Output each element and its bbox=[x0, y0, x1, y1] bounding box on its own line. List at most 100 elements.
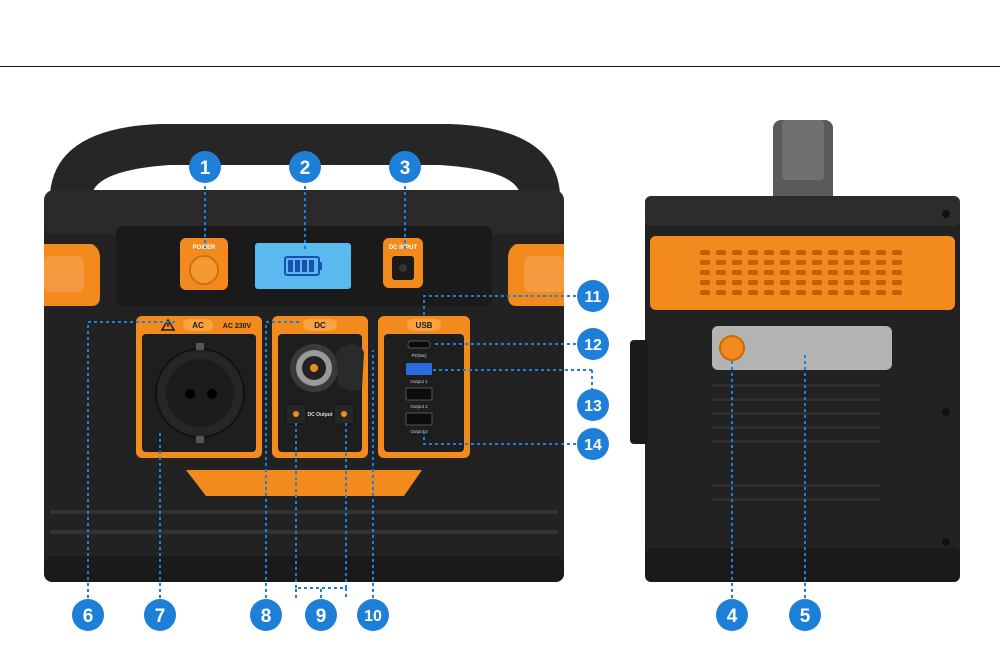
vent-slot bbox=[780, 250, 790, 255]
vent-slot bbox=[828, 270, 838, 275]
svg-text:6: 6 bbox=[83, 606, 94, 627]
dc-input-label: DC INPUT bbox=[389, 245, 418, 251]
svg-text:13: 13 bbox=[584, 398, 602, 415]
vent-slot bbox=[876, 260, 886, 265]
vent-slot bbox=[860, 250, 870, 255]
vent-slot bbox=[748, 290, 758, 295]
callout-2: 2 bbox=[289, 151, 321, 183]
vent-slot bbox=[860, 280, 870, 285]
vent-slot bbox=[700, 280, 710, 285]
vent-slot bbox=[796, 280, 806, 285]
vent-slot bbox=[892, 260, 902, 265]
vent-slot bbox=[700, 270, 710, 275]
vent-slot bbox=[732, 280, 742, 285]
svg-text:2: 2 bbox=[300, 158, 311, 179]
usb-a-port-3[interactable] bbox=[405, 412, 433, 426]
callout-5: 5 bbox=[789, 599, 821, 631]
callout-3: 3 bbox=[389, 151, 421, 183]
vent-slot bbox=[780, 280, 790, 285]
vent-slot bbox=[716, 250, 726, 255]
leader-lines bbox=[87, 186, 806, 598]
front-view: POWER DC INPUT AC AC 230V bbox=[44, 124, 564, 582]
vent-slot bbox=[780, 270, 790, 275]
vent-slot bbox=[748, 260, 758, 265]
usb-port-4-label: Output 3 bbox=[410, 429, 428, 434]
callout-badges: 1 2 3 4 5 6 7 8 9 10 11 12 13 14 bbox=[72, 151, 821, 631]
vent-slot bbox=[860, 260, 870, 265]
usb-a-port-quick[interactable] bbox=[406, 363, 432, 375]
callout-14: 14 bbox=[577, 428, 609, 460]
vent-slot bbox=[812, 270, 822, 275]
power-button[interactable] bbox=[189, 255, 219, 285]
vent-slot bbox=[828, 260, 838, 265]
vent-slot bbox=[828, 250, 838, 255]
usb-port-2-label: Output 1 bbox=[410, 379, 428, 384]
top-divider bbox=[0, 66, 1000, 67]
svg-text:7: 7 bbox=[155, 606, 166, 627]
vent-slot bbox=[844, 260, 854, 265]
vent-slot bbox=[892, 280, 902, 285]
vent-slot bbox=[780, 260, 790, 265]
vent-slot bbox=[732, 270, 742, 275]
callout-6: 6 bbox=[72, 599, 104, 631]
svg-text:10: 10 bbox=[364, 608, 382, 625]
vent-slot bbox=[764, 260, 774, 265]
svg-text:3: 3 bbox=[400, 158, 411, 179]
ac-socket[interactable] bbox=[155, 343, 245, 443]
dc-output-label: DC Output bbox=[308, 412, 333, 418]
vent-slot bbox=[796, 290, 806, 295]
vent-slot bbox=[748, 280, 758, 285]
svg-text:4: 4 bbox=[727, 606, 738, 627]
ac-label: AC bbox=[192, 321, 204, 330]
vent-slot bbox=[764, 250, 774, 255]
callout-4: 4 bbox=[716, 599, 748, 631]
vent-slot bbox=[748, 270, 758, 275]
vent-slot bbox=[764, 290, 774, 295]
vent-slot bbox=[716, 280, 726, 285]
usb-port-3-label: Output 2 bbox=[410, 404, 428, 409]
vent-slot bbox=[876, 270, 886, 275]
vent-slot bbox=[700, 260, 710, 265]
vent-slot bbox=[780, 290, 790, 295]
car-socket[interactable] bbox=[290, 344, 364, 392]
vent-slot bbox=[764, 280, 774, 285]
vent-slot bbox=[828, 280, 838, 285]
usb-c-port[interactable] bbox=[407, 340, 431, 349]
vent-slot bbox=[876, 250, 886, 255]
battery-full-icon bbox=[284, 256, 322, 276]
vent-slot bbox=[876, 290, 886, 295]
side-power-button[interactable] bbox=[719, 335, 745, 361]
vent-slot bbox=[844, 250, 854, 255]
side-label-panel bbox=[712, 326, 892, 370]
vent-slot bbox=[892, 290, 902, 295]
usb-a-port-2[interactable] bbox=[405, 387, 433, 401]
vent-slot bbox=[844, 290, 854, 295]
vent-slot bbox=[860, 270, 870, 275]
usb-port-1-label: PD(5w) bbox=[411, 353, 427, 358]
vent-slot bbox=[796, 270, 806, 275]
svg-text:11: 11 bbox=[585, 289, 602, 306]
vent-slot bbox=[892, 270, 902, 275]
side-view bbox=[630, 120, 960, 582]
vent-slot bbox=[860, 290, 870, 295]
vent-slot bbox=[796, 260, 806, 265]
vent-slot bbox=[700, 290, 710, 295]
callout-10: 10 bbox=[357, 599, 389, 631]
vent-slot bbox=[812, 250, 822, 255]
callout-9: 9 bbox=[305, 599, 337, 631]
left-grip bbox=[44, 244, 100, 306]
svg-text:14: 14 bbox=[584, 437, 602, 454]
svg-text:5: 5 bbox=[800, 606, 811, 627]
vent-slot bbox=[812, 290, 822, 295]
warning-triangle-icon bbox=[160, 318, 176, 331]
vent-slot bbox=[748, 250, 758, 255]
callout-13: 13 bbox=[577, 389, 609, 421]
vent-slot bbox=[700, 250, 710, 255]
svg-text:9: 9 bbox=[316, 606, 327, 627]
vent-slot bbox=[716, 260, 726, 265]
callout-1: 1 bbox=[189, 151, 221, 183]
vent-slot bbox=[732, 260, 742, 265]
usb-label: USB bbox=[416, 321, 433, 330]
vent-slot bbox=[876, 280, 886, 285]
